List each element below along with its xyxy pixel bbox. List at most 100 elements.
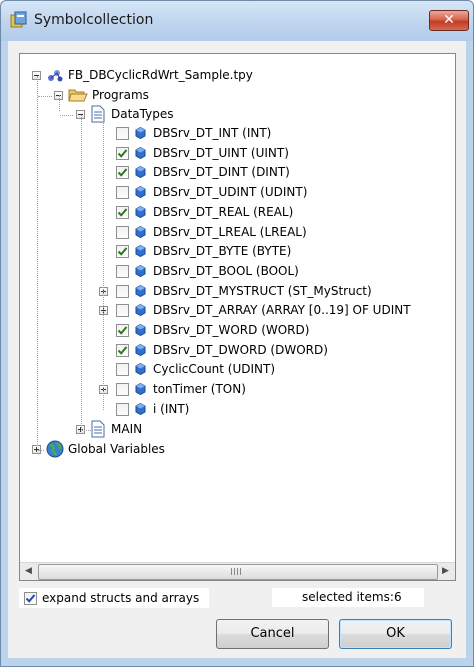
symbol-item[interactable]: DBSrv_DT_DINT (DINT) <box>95 163 455 181</box>
symbol-item[interactable]: DBSrv_DT_BOOL (BOOL) <box>95 262 455 280</box>
symbol-label: DBSrv_DT_DWORD (DWORD) <box>153 342 328 357</box>
symbol-checkbox[interactable] <box>116 166 129 180</box>
variable-icon <box>135 245 146 258</box>
checkmark-icon <box>117 208 128 217</box>
checkmark-icon <box>117 326 128 335</box>
tree-node-label: DataTypes <box>111 107 174 121</box>
symbol-checkbox[interactable] <box>116 284 129 298</box>
symbol-label: DBSrv_DT_DINT (DINT) <box>153 165 290 180</box>
grip-icon <box>231 568 241 575</box>
globe-icon <box>46 440 64 458</box>
variable-icon <box>135 383 146 396</box>
variable-icon <box>135 166 146 179</box>
close-button[interactable]: ✕ <box>429 10 469 31</box>
symbol-item[interactable]: DBSrv_DT_MYSTRUCT (ST_MyStruct) <box>95 282 455 300</box>
tree-connector <box>38 450 44 451</box>
cancel-button[interactable]: Cancel <box>216 619 329 649</box>
variable-icon <box>135 264 146 277</box>
variable-icon <box>135 284 146 297</box>
symbol-checkbox[interactable] <box>116 127 129 140</box>
symbol-label: DBSrv_DT_INT (INT) <box>153 126 272 140</box>
symbol-label: DBSrv_DT_REAL (REAL) <box>153 204 294 219</box>
symbol-checkbox[interactable] <box>116 205 129 219</box>
symbol-item[interactable]: DBSrv_DT_WORD (WORD) <box>95 321 455 339</box>
symbol-item[interactable]: DBSrv_DT_UINT (UINT) <box>95 144 455 162</box>
symbol-checkbox[interactable] <box>116 245 129 259</box>
scroll-left-icon[interactable]: ◀ <box>25 566 32 576</box>
variable-icon <box>135 225 146 238</box>
collapse-icon[interactable] <box>32 71 41 80</box>
tree-connector <box>60 115 73 116</box>
symbol-checkbox[interactable] <box>116 264 129 278</box>
close-icon: ✕ <box>443 12 455 28</box>
horizontal-scrollbar[interactable]: ◀ ▶ <box>20 562 455 580</box>
symbol-item[interactable]: DBSrv_DT_BYTE (BYTE) <box>95 242 455 260</box>
variable-icon <box>135 146 146 159</box>
symbol-label: DBSrv_DT_LREAL (LREAL) <box>153 224 307 239</box>
variable-icon <box>135 186 146 199</box>
symbol-item[interactable]: tonTimer (TON) <box>95 380 455 398</box>
selected-items-status: selected items: 6 <box>272 588 424 607</box>
symbol-item[interactable]: DBSrv_DT_DWORD (DWORD) <box>95 341 455 359</box>
collapse-icon[interactable] <box>54 91 63 100</box>
symbol-tree[interactable]: FB_DBCyclicRdWrt_Sample.tpy Programs Dat… <box>19 53 456 581</box>
ok-button[interactable]: OK <box>339 619 452 649</box>
selected-items-count: 6 <box>394 590 402 604</box>
symbol-label: DBSrv_DT_BYTE (BYTE) <box>153 244 292 259</box>
tree-connector <box>82 430 91 431</box>
symbol-item[interactable]: CyclicCount (UDINT) <box>95 360 455 378</box>
symbol-checkbox[interactable] <box>116 363 129 377</box>
tree-node-root[interactable]: FB_DBCyclicRdWrt_Sample.tpy <box>29 66 329 84</box>
symbol-checkbox[interactable] <box>116 186 129 200</box>
variable-icon <box>135 324 146 336</box>
tree-node-datatypes[interactable]: DataTypes <box>73 105 273 123</box>
document-icon <box>91 105 105 123</box>
tree-node-label: FB_DBCyclicRdWrt_Sample.tpy <box>68 68 253 82</box>
symbol-item[interactable]: DBSrv_DT_INT (INT) <box>95 124 455 142</box>
symbol-checkbox[interactable] <box>116 402 129 416</box>
checkmark-icon <box>117 168 128 178</box>
tree-connector <box>38 96 52 97</box>
variable-icon <box>135 363 146 376</box>
selected-items-label: selected items: <box>302 590 394 604</box>
expand-structs-checkbox[interactable] <box>24 592 37 605</box>
variable-icon <box>135 402 146 415</box>
scrollbar-thumb[interactable] <box>38 564 438 580</box>
document-icon <box>91 420 105 438</box>
expand-structs-label: expand structs and arrays <box>42 591 200 605</box>
symbol-item[interactable]: DBSrv_DT_LREAL (LREAL) <box>95 223 455 241</box>
tree-node-global-variables[interactable]: Global Variables <box>29 440 229 458</box>
symbol-item[interactable]: i (INT) <box>95 400 455 418</box>
symbol-item[interactable]: DBSrv_DT_ARRAY (ARRAY [0..19] OF UDINT <box>95 301 455 319</box>
tree-node-label: Global Variables <box>68 442 165 456</box>
symbol-label: DBSrv_DT_WORD (WORD) <box>153 323 310 337</box>
symbol-checkbox[interactable] <box>116 304 129 318</box>
symbol-checkbox[interactable] <box>116 383 129 397</box>
tree-node-programs[interactable]: Programs <box>51 86 251 104</box>
scroll-right-icon[interactable]: ▶ <box>442 566 449 576</box>
symbol-checkbox[interactable] <box>116 225 129 239</box>
open-folder-icon <box>68 89 88 102</box>
tree-connector <box>103 115 104 410</box>
symbol-item[interactable]: DBSrv_DT_UDINT (UDINT) <box>95 183 455 201</box>
symbol-checkbox[interactable] <box>116 343 129 357</box>
collapse-icon[interactable] <box>76 110 85 119</box>
expand-icon[interactable] <box>32 445 41 454</box>
tree-connector <box>37 76 38 446</box>
expand-icon[interactable] <box>76 425 85 434</box>
checkmark-icon <box>25 594 36 603</box>
symbol-label: DBSrv_DT_UINT (UINT) <box>153 145 289 160</box>
title-bar[interactable]: Symbolcollection ✕ <box>1 1 473 41</box>
variable-icon <box>135 127 146 139</box>
symbol-item[interactable]: DBSrv_DT_REAL (REAL) <box>95 203 455 221</box>
symbol-checkbox[interactable] <box>116 324 129 337</box>
symbol-checkbox[interactable] <box>116 146 129 160</box>
dialog-client-area: FB_DBCyclicRdWrt_Sample.tpy Programs Dat… <box>8 41 466 658</box>
project-file-icon <box>48 70 63 82</box>
symbol-label: DBSrv_DT_BOOL (BOOL) <box>153 263 299 278</box>
tree-node-main[interactable]: MAIN <box>73 420 273 438</box>
variable-icon <box>135 304 146 317</box>
variable-icon <box>135 205 146 218</box>
expand-structs-option[interactable]: expand structs and arrays <box>19 588 209 608</box>
